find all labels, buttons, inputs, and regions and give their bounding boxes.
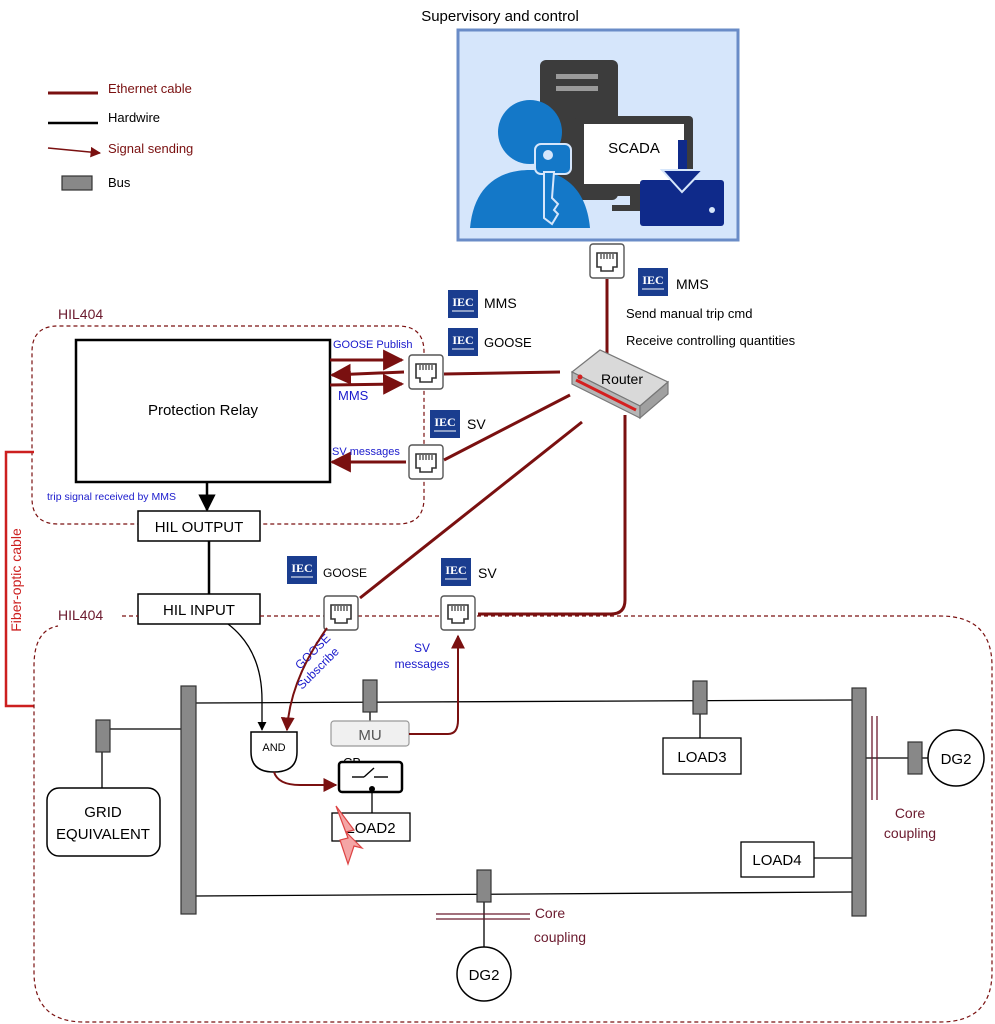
page-title: Supervisory and control [421,8,579,25]
core-coupling-bottom-label-1: Core [535,905,566,921]
legend-signal-label: Signal sending [108,141,193,156]
relay-goose-protocol-label: GOOSE [484,335,532,350]
sv-messages-label-2: messages [395,657,450,671]
core-coupling-bottom [436,913,530,920]
legend-hardwire-label: Hardwire [108,110,160,125]
hil-goose-protocol-label: GOOSE [323,566,367,580]
legend: Ethernet cable Hardwire Signal sending B… [47,81,193,191]
hil-input-label: HIL INPUT [163,602,235,619]
core-coupling-bottom-label-2: coupling [534,929,586,945]
relay-mms-goose-port-icon [408,354,444,390]
fiber-optic-label: Fiber-optic cable [8,528,24,632]
core-coupling-right-label-1: Core [895,805,926,821]
hardwire-input-to-and [227,623,267,731]
relay-mms-label: MMS [338,388,369,403]
relay-sv-port-icon [408,444,444,480]
breaker-node [369,786,375,792]
hil-goose-port-icon [323,595,359,631]
mu-sv-messages-arrow [409,634,465,735]
iec-logo-relay-sv-icon [430,410,460,438]
scada-panel: SCADA [456,28,740,242]
legend-bus-swatch [61,175,93,191]
protection-relay-box [74,338,332,484]
breaker-switch-icon [352,767,388,778]
iec-logo-hil-goose-icon [287,556,317,584]
relay-signal-arrows [329,349,406,473]
dg-right-label: DG2 [941,751,972,768]
ethernet-cables [359,279,627,616]
core-coupling-right-label-2: coupling [884,825,936,841]
scada-ethernet-port-icon [589,243,625,279]
download-icon [640,140,724,226]
hil-output-box [137,510,261,542]
dg-bottom-label: DG2 [469,967,500,984]
fault-lightning-icon [335,805,364,866]
merging-unit-label: MU [358,727,381,744]
scada-mms-label: MMS [676,276,709,292]
grid-equivalent-label-1: GRID [84,804,122,821]
bus-mu [362,679,378,713]
legend-bus-label: Bus [108,175,131,190]
load3-label: LOAD3 [677,749,726,766]
load4-box [740,841,815,878]
hil-sv-port-icon [440,595,476,631]
fiber-optic-bracket [4,450,34,708]
and-gate-label: AND [262,742,285,754]
bus-grid [95,719,111,753]
goose-subscribe-arrow [280,627,328,732]
scada-note-trip: Send manual trip cmd [626,306,752,321]
bus-left [180,685,197,915]
hil-sv-protocol-label: SV [478,565,497,581]
hil-input-box [137,593,261,625]
dg-bottom-circle [456,946,512,1002]
load2-label: LOAD2 [346,820,395,837]
load4-label: LOAD4 [752,852,801,869]
iec-logo-relay-goose-icon [448,328,478,356]
dg-right-circle [927,729,985,787]
protection-relay-label: Protection Relay [148,402,259,419]
relay-sv-protocol-label: SV [467,416,486,432]
iec-logo-scada-icon [638,268,668,296]
iec-logo-hil-sv-icon [441,558,471,586]
legend-ethernet-label: Ethernet cable [108,81,192,96]
goose-publish-label: GOOSE Publish [333,339,412,351]
user-key-icon [470,100,590,228]
bus-dg-right [907,741,923,775]
scada-note-quantities: Receive controlling quantities [626,333,796,348]
grid-equivalent-label-2: EQUIVALENT [56,826,150,843]
grid-equivalent-box [46,787,161,857]
router-label: Router [601,371,643,387]
sv-messages-label-1: SV [414,641,430,655]
router-icon [570,349,670,420]
load3-box [662,737,742,775]
hil404-bottom-boundary [33,615,993,1023]
bus-dg-bottom [476,869,492,903]
hil404-top-label: HIL404 [58,306,103,322]
iec-logo-relay-mms-icon [448,290,478,318]
relay-mms-protocol-label: MMS [484,295,517,311]
hil404-bottom-label: HIL404 [58,607,103,623]
power-lines [101,699,928,948]
hil-output-label: HIL OUTPUT [155,519,244,536]
circuit-breaker-box [337,760,404,794]
legend-signal-swatch [47,146,102,158]
bus-load3 [692,680,708,715]
relay-sv-messages-label: SV messages [332,446,400,458]
bus-right [851,687,867,917]
trip-signal-note: trip signal received by MMS [47,491,176,503]
core-coupling-right [871,716,878,800]
and-to-cb-arrow [273,771,338,792]
scada-label: SCADA [608,140,660,157]
